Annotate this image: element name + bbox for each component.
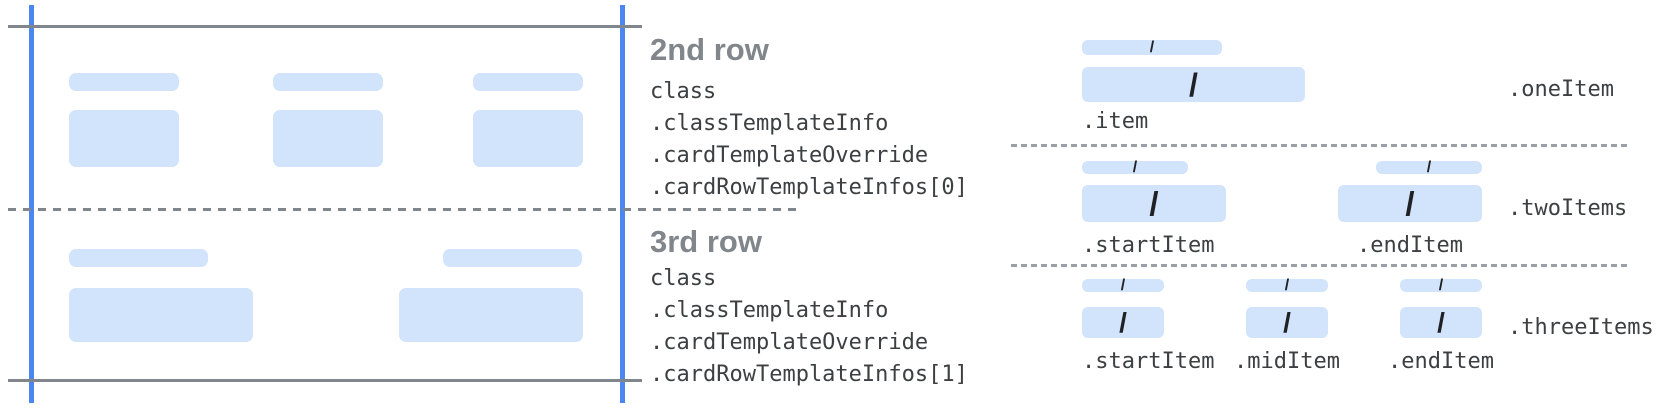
code-line: .cardTemplateOverride <box>650 330 929 355</box>
slash-glyph: / <box>1149 185 1159 222</box>
slash-glyph: / <box>1405 185 1415 222</box>
slash-glyph: / <box>1120 276 1126 294</box>
item-label: .midItem <box>1234 349 1340 374</box>
code-line: .cardRowTemplateInfos[1] <box>650 362 968 387</box>
slash-label-box: / <box>1246 276 1328 294</box>
slash-glyph: / <box>1119 306 1127 338</box>
slash-value-box: / <box>1246 307 1328 338</box>
guide-line-horizontal-top <box>8 25 642 28</box>
template-name-label: .oneItem <box>1508 77 1614 102</box>
slash-value-box: / <box>1082 307 1164 338</box>
wireframe-value-box <box>273 110 383 167</box>
wireframe-label-box <box>69 73 179 91</box>
item-label: .startItem <box>1082 349 1215 374</box>
slash-label-box: / <box>1082 276 1164 294</box>
template-divider <box>1011 264 1630 267</box>
card-wireframe <box>0 0 810 412</box>
row3-heading: 3rd row <box>650 224 762 259</box>
slash-glyph: / <box>1283 306 1291 338</box>
guide-line-horizontal-bottom <box>8 379 642 382</box>
slash-label-box: / <box>1082 38 1222 56</box>
row2-code-block: class .classTemplateInfo .cardTemplateOv… <box>650 76 968 204</box>
wireframe-label-box <box>473 73 583 91</box>
slash-label-box: / <box>1400 276 1482 294</box>
row3-code-block: class .classTemplateInfo .cardTemplateOv… <box>650 263 968 391</box>
slash-glyph: / <box>1284 276 1290 294</box>
row2-heading: 2nd row <box>650 32 769 67</box>
item-label: .startItem <box>1082 233 1215 258</box>
row-divider-dashed-line <box>8 208 798 211</box>
wireframe-value-box <box>69 288 253 342</box>
code-line: .cardTemplateOverride <box>650 143 929 168</box>
guide-line-vertical-right <box>620 5 625 403</box>
slash-glyph: / <box>1189 66 1198 103</box>
code-line: .cardRowTemplateInfos[0] <box>650 175 968 200</box>
slash-value-box: / <box>1082 67 1305 102</box>
wireframe-value-box <box>69 110 179 167</box>
slash-glyph: / <box>1426 158 1432 176</box>
template-name-label: .threeItems <box>1508 315 1654 340</box>
wireframe-label-box <box>443 249 582 267</box>
slash-label-box: / <box>1376 158 1482 176</box>
slash-value-box: / <box>1400 307 1482 338</box>
slash-glyph: / <box>1149 38 1155 56</box>
code-line: .classTemplateInfo <box>650 111 889 136</box>
template-divider <box>1011 144 1630 147</box>
slash-glyph: / <box>1437 306 1445 338</box>
slash-value-box: / <box>1082 185 1226 222</box>
item-label: .item <box>1082 109 1149 134</box>
code-line: class <box>650 266 717 291</box>
slash-glyph: / <box>1438 276 1444 294</box>
guide-line-vertical-left <box>29 5 34 403</box>
slash-glyph: / <box>1132 158 1138 176</box>
code-line: .classTemplateInfo <box>650 298 889 323</box>
wireframe-value-box <box>399 288 583 342</box>
wireframe-label-box <box>69 249 208 267</box>
code-line: class <box>650 79 717 104</box>
slash-value-box: / <box>1338 185 1482 222</box>
item-label: .endItem <box>1357 233 1463 258</box>
item-label: .endItem <box>1388 349 1494 374</box>
wireframe-label-box <box>273 73 383 91</box>
wireframe-value-box <box>473 110 583 167</box>
template-name-label: .twoItems <box>1508 196 1628 221</box>
slash-label-box: / <box>1082 158 1188 176</box>
